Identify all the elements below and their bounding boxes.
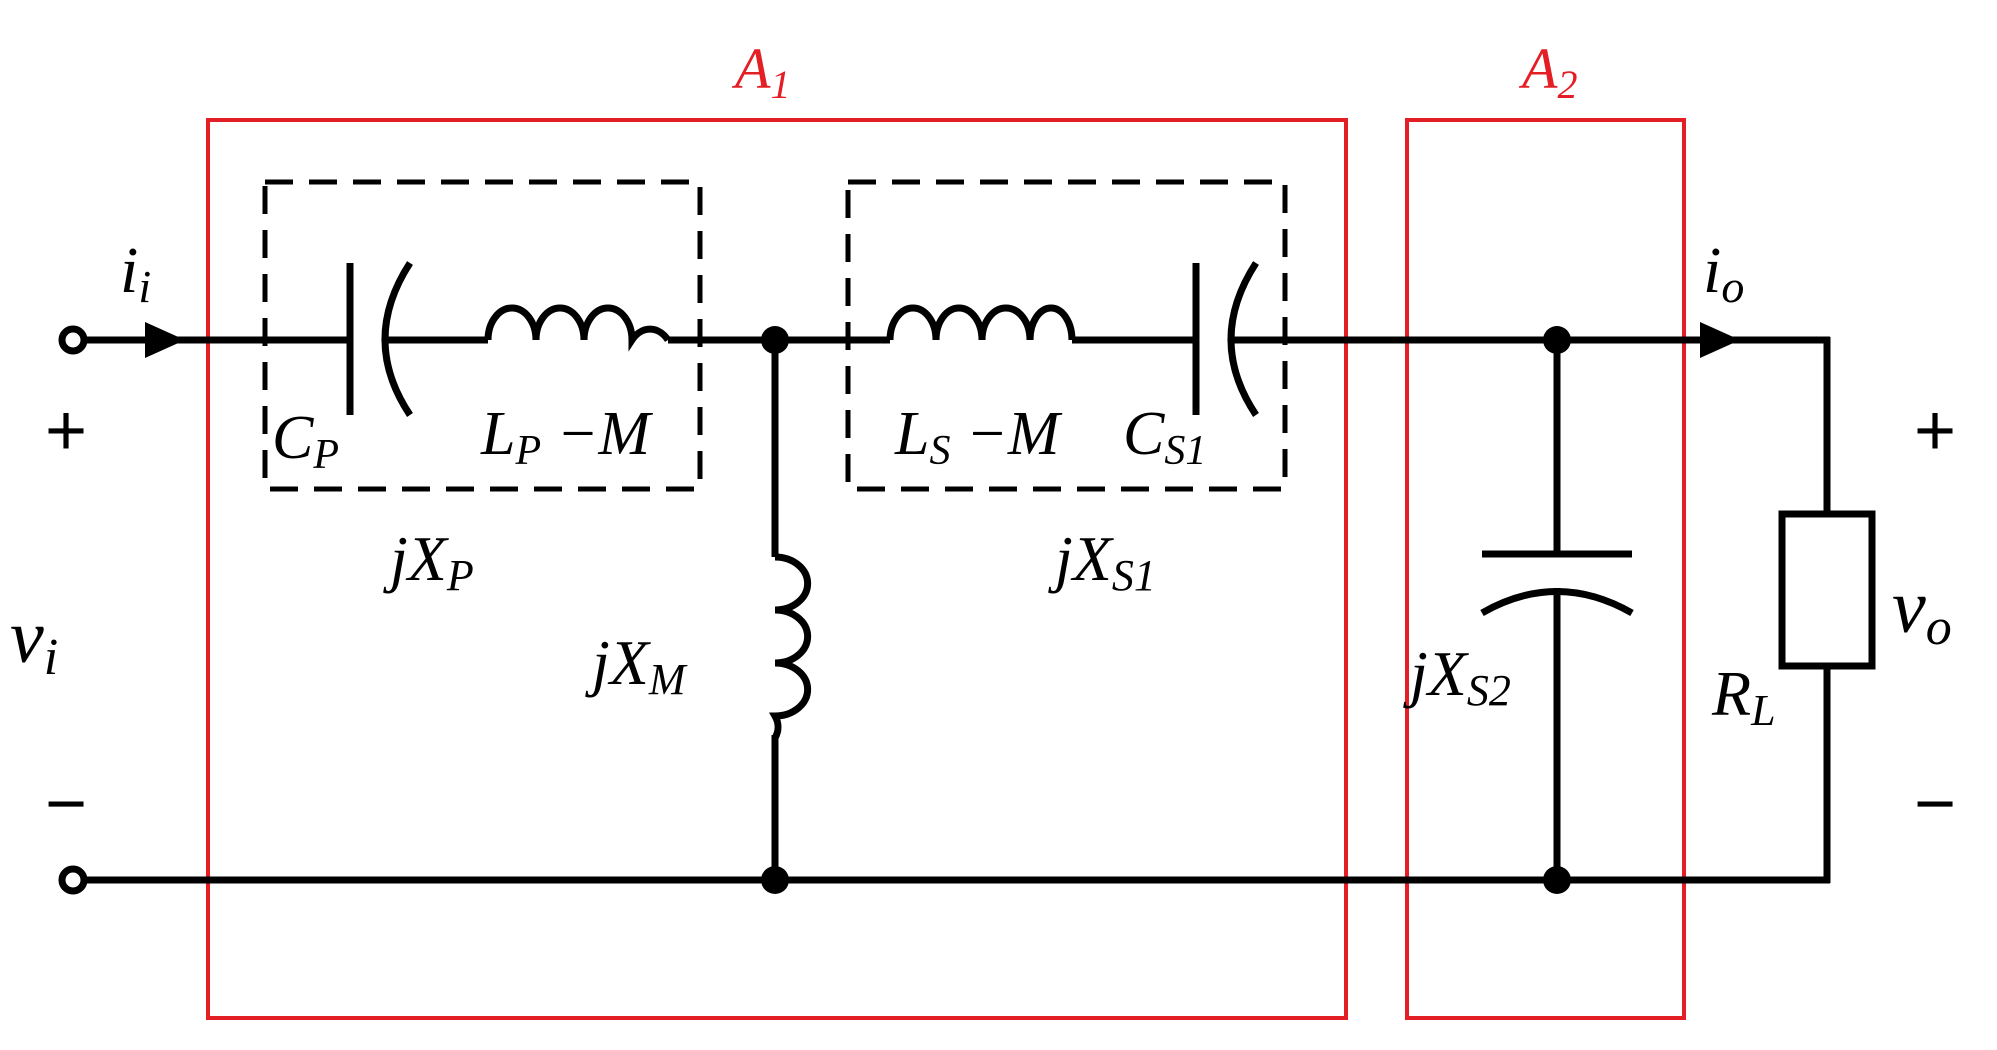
label-jxs1-main: jX — [1048, 523, 1115, 594]
node-dot-top-mid — [761, 326, 789, 354]
label-jxm-sub: M — [648, 655, 688, 704]
resistor-rl — [1778, 510, 1876, 670]
label-rl-main: R — [1711, 658, 1751, 729]
label-vo-main: v — [1892, 565, 1926, 649]
label-ls-sub: S — [929, 428, 950, 474]
current-arrow-input — [145, 322, 185, 358]
box-a2 — [1405, 118, 1686, 1020]
inductor-ls — [886, 304, 1076, 341]
label-a2-main: A — [1518, 36, 1558, 101]
label-cs1: CS1 — [1123, 400, 1206, 474]
label-jxp-sub: P — [446, 551, 474, 600]
label-a2: A2 — [1518, 36, 1577, 107]
label-a1-sub: 1 — [770, 62, 790, 107]
dashed-box-primary — [262, 179, 703, 492]
label-io-main: i — [1703, 234, 1721, 307]
label-vi: vi — [10, 595, 58, 686]
inductor-lp — [484, 304, 671, 352]
label-a1: A1 — [731, 36, 790, 107]
node-dot-bottom-mid — [761, 866, 789, 894]
label-lp-main: L — [480, 400, 515, 468]
label-vo: vo — [1892, 565, 1952, 656]
input-terminal-bottom — [58, 865, 88, 895]
plus-sign-output: + — [1914, 391, 1956, 471]
label-vo-sub: o — [1926, 599, 1952, 656]
label-cs1-main: C — [1123, 400, 1165, 468]
label-jxs2-main: jX — [1403, 638, 1470, 709]
label-jxp-main: jX — [383, 523, 450, 594]
label-jxs2-sub: S2 — [1467, 666, 1511, 715]
node-dot-top-right — [1543, 326, 1571, 354]
label-ii-sub: i — [138, 261, 151, 312]
box-a1 — [206, 118, 1348, 1020]
minus-sign-output: − — [1914, 764, 1956, 844]
label-a2-sub: 2 — [1557, 62, 1577, 107]
minus-sign-input: − — [45, 764, 87, 844]
label-vi-main: v — [10, 595, 44, 679]
label-jxs1-sub: S1 — [1112, 551, 1156, 600]
label-cs1-sub: S1 — [1164, 428, 1206, 474]
label-lp-m: LP −M — [480, 400, 653, 474]
label-ls-suffix: −M — [950, 400, 1062, 468]
capacitor-cs1-curved-plate — [1227, 261, 1259, 417]
label-jxs2: jXS2 — [1403, 638, 1511, 715]
label-ls-m: LS −M — [894, 400, 1063, 474]
label-cp: CP — [272, 404, 339, 478]
label-lp-sub: P — [514, 428, 541, 474]
label-cp-sub: P — [312, 432, 339, 478]
input-terminal-top — [58, 325, 88, 355]
inductor-jxm — [768, 553, 812, 740]
label-ls-main: L — [894, 400, 929, 468]
node-dot-bottom-right — [1543, 866, 1571, 894]
label-lp-suffix: −M — [541, 400, 653, 468]
label-cp-main: C — [272, 404, 314, 472]
current-arrow-output — [1700, 322, 1740, 358]
label-io: io — [1703, 234, 1744, 312]
label-ii-main: i — [120, 234, 138, 307]
label-vi-sub: i — [44, 629, 58, 686]
label-ii: ii — [120, 234, 151, 312]
label-a1-main: A — [731, 36, 771, 101]
plus-sign-input: + — [45, 391, 87, 471]
dashed-box-secondary — [845, 179, 1288, 492]
label-jxs1: jXS1 — [1048, 523, 1156, 600]
label-rl: RL — [1711, 658, 1776, 735]
label-jxm: jXM — [585, 627, 688, 704]
label-io-sub: o — [1721, 261, 1744, 312]
label-rl-sub: L — [1750, 686, 1775, 735]
label-jxm-main: jX — [585, 627, 652, 698]
label-jxp: jXP — [383, 523, 474, 600]
